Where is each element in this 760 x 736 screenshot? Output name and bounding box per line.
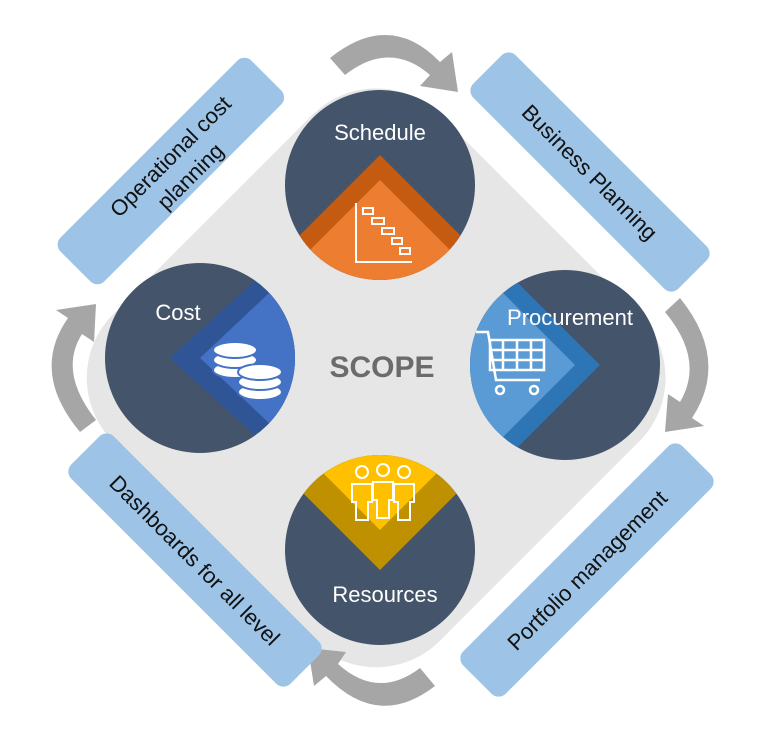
cycle-arrow-top <box>330 34 458 92</box>
procurement-label: Procurement <box>507 305 633 330</box>
schedule-label: Schedule <box>334 120 426 145</box>
resources-label: Resources <box>332 582 437 607</box>
gantt-chart-icon <box>355 203 412 263</box>
background-diamond <box>86 88 666 668</box>
node-schedule: Schedule <box>285 90 475 280</box>
center-label: SCOPE <box>329 351 434 384</box>
people-icon <box>351 463 415 521</box>
coins-icon <box>212 341 283 401</box>
node-resources: Resources <box>285 455 475 645</box>
cycle-arrow-left <box>51 304 96 432</box>
node-procurement: Procurement <box>470 270 660 460</box>
shopping-cart-icon <box>476 330 546 396</box>
cost-label: Cost <box>155 300 200 325</box>
cycle-arrow-bottom <box>308 648 435 706</box>
cycle-arrow-right <box>665 298 709 432</box>
node-cost: Cost <box>105 263 295 453</box>
